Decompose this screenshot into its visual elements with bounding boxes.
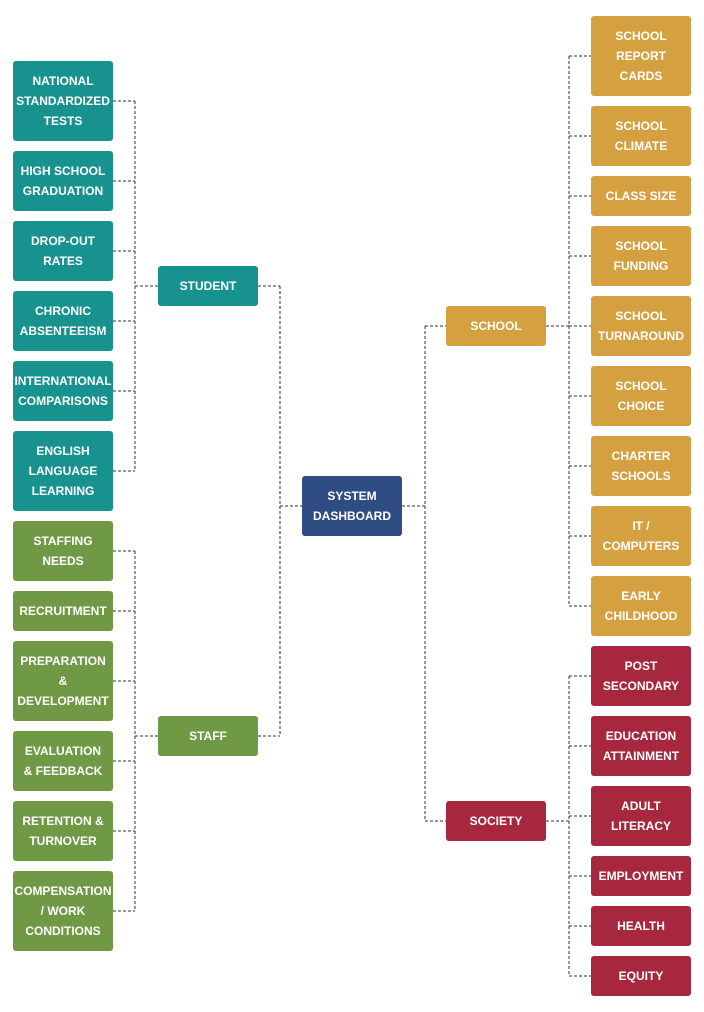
node-staffing-needs[interactable]: STAFFING NEEDS (13, 521, 113, 581)
node-national-standardized-tests-label: NATIONAL STANDARDIZED TESTS (16, 74, 110, 128)
node-early-childhood[interactable]: EARLY CHILDHOOD (591, 576, 691, 636)
node-equity[interactable]: EQUITY (591, 956, 691, 996)
node-class-size[interactable]: CLASS SIZE (591, 176, 691, 216)
node-adult-literacy-label: ADULT LITERACY (611, 799, 671, 833)
node-high-school-graduation-label: HIGH SCHOOL GRADUATION (20, 164, 106, 198)
node-chronic-absenteeism-label: CHRONIC ABSENTEEISM (19, 304, 107, 338)
node-school-choice-label: SCHOOL CHOICE (615, 379, 667, 413)
node-school-report-cards[interactable]: SCHOOL REPORT CARDS (591, 16, 691, 96)
node-drop-out-rates-label: DROP-OUT RATES (31, 234, 95, 268)
node-preparation-development[interactable]: PREPARATION & DEVELOPMENT (13, 641, 113, 721)
node-it-computers[interactable]: IT / COMPUTERS (591, 506, 691, 566)
node-staff-label: STAFF (189, 729, 227, 743)
node-staffing-needs-label: STAFFING NEEDS (33, 534, 93, 568)
node-student-label: STUDENT (179, 279, 237, 293)
node-employment-label: EMPLOYMENT (598, 869, 684, 883)
node-education-attainment[interactable]: EDUCATION ATTAINMENT (591, 716, 691, 776)
node-high-school-graduation[interactable]: HIGH SCHOOL GRADUATION (13, 151, 113, 211)
node-national-standardized-tests[interactable]: NATIONAL STANDARDIZED TESTS (13, 61, 113, 141)
node-post-secondary[interactable]: POST SECONDARY (591, 646, 691, 706)
node-evaluation-feedback[interactable]: EVALUATION & FEEDBACK (13, 731, 113, 791)
node-school-report-cards-label: SCHOOL REPORT CARDS (615, 29, 667, 83)
node-compensation-work-conditions[interactable]: COMPENSATION / WORK CONDITIONS (13, 871, 113, 951)
node-school-climate-label: SCHOOL CLIMATE (614, 119, 668, 153)
node-student[interactable]: STUDENT (158, 266, 258, 306)
node-early-childhood-label: EARLY CHILDHOOD (604, 589, 678, 623)
node-school-funding[interactable]: SCHOOL FUNDING (591, 226, 691, 286)
node-post-secondary-label: POST SECONDARY (602, 659, 680, 693)
node-school-funding-label: SCHOOL FUNDING (613, 239, 669, 273)
node-school-climate[interactable]: SCHOOL CLIMATE (591, 106, 691, 166)
node-school-turnaround-label: SCHOOL TURNAROUND (598, 309, 684, 343)
node-adult-literacy[interactable]: ADULT LITERACY (591, 786, 691, 846)
node-drop-out-rates[interactable]: DROP-OUT RATES (13, 221, 113, 281)
node-education-attainment-label: EDUCATION ATTAINMENT (602, 729, 680, 763)
node-retention-turnover[interactable]: RETENTION & TURNOVER (13, 801, 113, 861)
node-compensation-work-conditions-label: COMPENSATION / WORK CONDITIONS (14, 884, 112, 938)
node-employment[interactable]: EMPLOYMENT (591, 856, 691, 896)
node-health-label: HEALTH (617, 919, 665, 933)
node-school-label: SCHOOL (470, 319, 522, 333)
node-chronic-absenteeism[interactable]: CHRONIC ABSENTEEISM (13, 291, 113, 351)
node-recruitment[interactable]: RECRUITMENT (13, 591, 113, 631)
node-school-turnaround[interactable]: SCHOOL TURNAROUND (591, 296, 691, 356)
node-charter-schools-label: CHARTER SCHOOLS (611, 449, 671, 483)
node-english-language-learning-label: ENGLISH LANGUAGE LEARNING (28, 444, 98, 498)
node-school[interactable]: SCHOOL (446, 306, 546, 346)
node-international-comparisons-label: INTERNATIONAL COMPARISONS (14, 374, 112, 408)
node-class-size-label: CLASS SIZE (605, 189, 677, 203)
node-retention-turnover-label: RETENTION & TURNOVER (22, 814, 104, 848)
node-system-dashboard-label: SYSTEM DASHBOARD (313, 489, 391, 523)
node-recruitment-label: RECRUITMENT (19, 604, 107, 618)
node-it-computers-label: IT / COMPUTERS (602, 519, 680, 553)
node-staff[interactable]: STAFF (158, 716, 258, 756)
node-equity-label: EQUITY (618, 969, 664, 983)
node-society[interactable]: SOCIETY (446, 801, 546, 841)
node-health[interactable]: HEALTH (591, 906, 691, 946)
node-evaluation-feedback-label: EVALUATION & FEEDBACK (23, 744, 103, 778)
node-charter-schools[interactable]: CHARTER SCHOOLS (591, 436, 691, 496)
node-english-language-learning[interactable]: ENGLISH LANGUAGE LEARNING (13, 431, 113, 511)
node-system-dashboard[interactable]: SYSTEM DASHBOARD (302, 476, 402, 536)
node-school-choice[interactable]: SCHOOL CHOICE (591, 366, 691, 426)
node-society-label: SOCIETY (469, 814, 523, 828)
node-preparation-development-label: PREPARATION & DEVELOPMENT (17, 654, 109, 708)
node-international-comparisons[interactable]: INTERNATIONAL COMPARISONS (13, 361, 113, 421)
